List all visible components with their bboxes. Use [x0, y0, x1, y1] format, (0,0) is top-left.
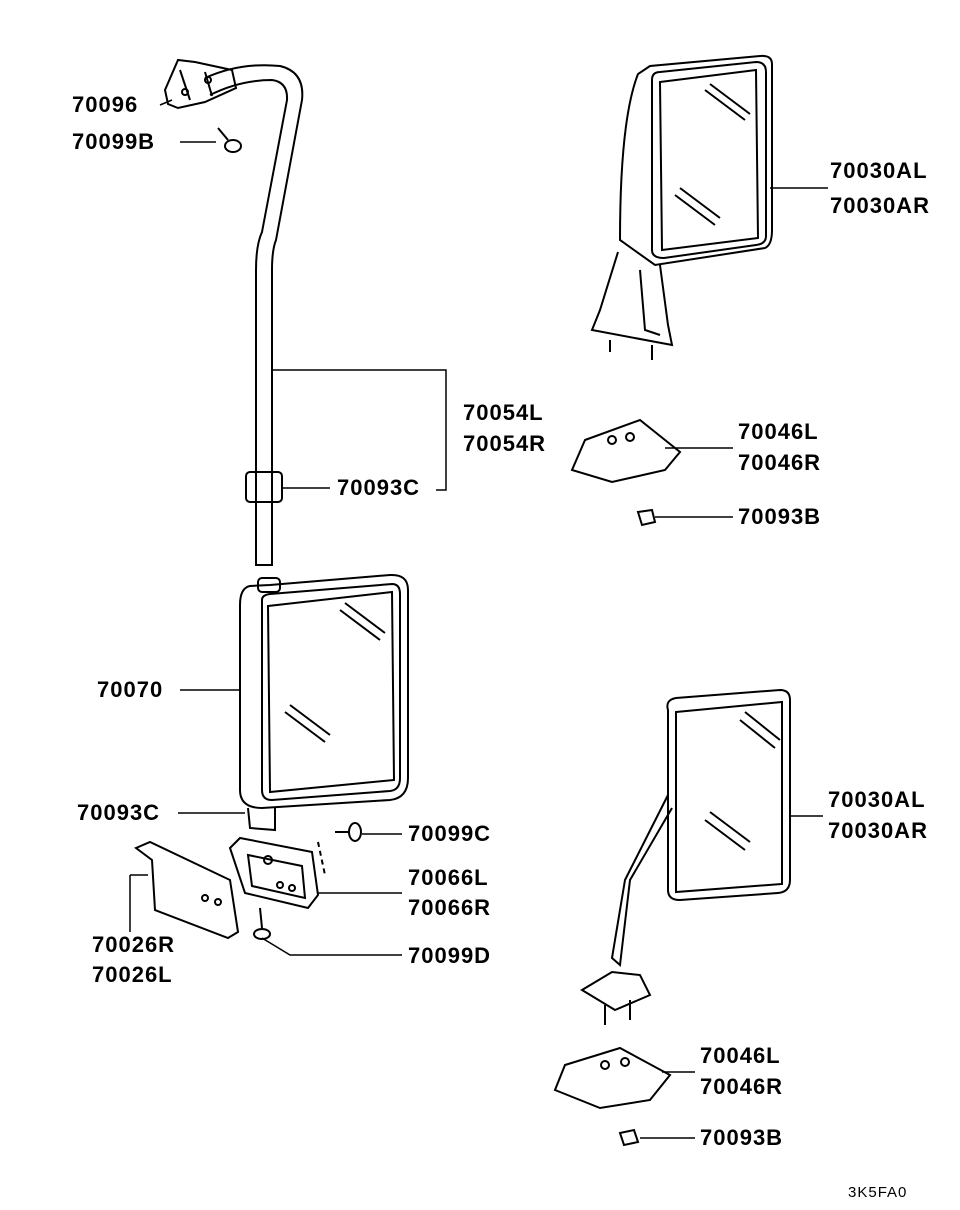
- label-70030AL-bottom: 70030AL: [828, 787, 926, 812]
- label-70026R: 70026R: [92, 932, 176, 957]
- nut-70093B-bottom: [618, 1128, 640, 1147]
- label-70030AR-top: 70030AR: [830, 193, 930, 218]
- mirror-70030A-bottom: [580, 688, 791, 1025]
- label-70046L-top: 70046L: [738, 419, 819, 444]
- label-70046L-bottom: 70046L: [700, 1043, 781, 1068]
- label-70026L: 70026L: [92, 962, 173, 987]
- label-70066L: 70066L: [408, 865, 489, 890]
- bolt-70099D: [253, 907, 271, 940]
- label-70099B: 70099B: [72, 129, 156, 154]
- bracket-70046-top: [570, 418, 682, 484]
- diagram-code: 3K5FA0: [848, 1184, 908, 1201]
- label-70070: 70070: [97, 677, 164, 702]
- label-70046R-top: 70046R: [738, 450, 822, 475]
- label-70054R: 70054R: [463, 431, 547, 456]
- label-70066R: 70066R: [408, 895, 492, 920]
- leader-lines: [129, 99, 828, 1139]
- top-bracket: [163, 58, 238, 110]
- label-70093B-top: 70093B: [738, 504, 822, 529]
- label-70054L: 70054L: [463, 400, 544, 425]
- label-70099C: 70099C: [408, 821, 492, 846]
- bracket-70046-bottom: [553, 1046, 672, 1110]
- bolt-70099C: [335, 822, 362, 842]
- label-70030AL-top: 70030AL: [830, 158, 928, 183]
- mirror-70070: [239, 573, 409, 832]
- label-70093C-top: 70093C: [337, 475, 421, 500]
- nut-70093B-top: [636, 508, 657, 527]
- mirror-stay-tube: [204, 64, 304, 566]
- label-70093B-bottom: 70093B: [700, 1125, 784, 1150]
- bracket-70066: [228, 836, 326, 910]
- label-70099D: 70099D: [408, 943, 492, 968]
- bolt-70099B: [217, 127, 242, 153]
- plate-70026: [134, 840, 240, 940]
- label-70030AR-bottom: 70030AR: [828, 818, 928, 843]
- mirror-70030A-top: [590, 54, 773, 360]
- label-70093C-bottom: 70093C: [77, 800, 161, 825]
- label-70046R-bottom: 70046R: [700, 1074, 784, 1099]
- label-70096: 70096: [72, 92, 139, 117]
